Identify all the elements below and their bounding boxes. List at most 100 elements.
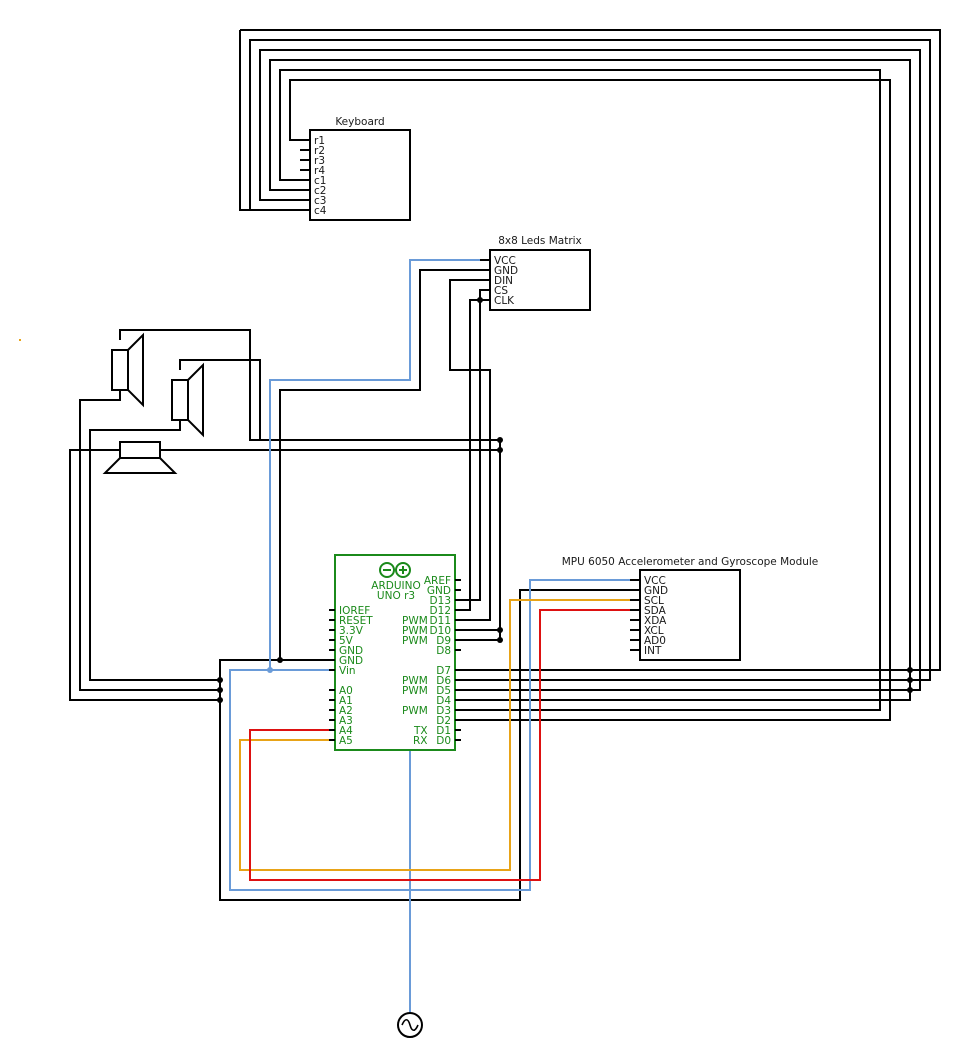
- keyboard-pin: c1: [314, 175, 326, 187]
- wire-buzzer-left: [69, 449, 220, 701]
- buzzer: [102, 441, 178, 474]
- keyboard-pin: c2: [314, 185, 326, 197]
- arduino-left-pin: A5: [339, 735, 353, 747]
- arduino-name: ARDUINO: [371, 580, 420, 592]
- wire-gnd-mpu: [219, 589, 640, 901]
- arduino-right-pin: D6: [436, 675, 451, 687]
- wire-sda: [249, 609, 640, 881]
- wire-matrix-gnd: [279, 269, 490, 660]
- junction: [277, 657, 283, 663]
- ac-source: [397, 1012, 423, 1038]
- arduino-left-pin: IOREF: [339, 605, 370, 617]
- mpu-pin: GND: [644, 585, 668, 597]
- led-matrix-pin: CS: [494, 285, 508, 297]
- arduino-left-pin: 3.3V: [339, 625, 364, 637]
- keyboard-wires: [239, 29, 941, 721]
- arduino-left-pin: 5V: [339, 635, 354, 647]
- arduino-body: [334, 554, 456, 751]
- arduino-right-pin: GND: [427, 585, 451, 597]
- wire-spk1-bottom: [79, 390, 220, 691]
- speaker-icon: [111, 349, 129, 391]
- stray-dot: [19, 339, 21, 341]
- wire-scl: [239, 599, 640, 871]
- rx-label: RX: [413, 735, 428, 747]
- junctions: [217, 297, 913, 703]
- wire-c4-d6: [249, 39, 931, 681]
- mpu-pin: XDA: [644, 615, 667, 627]
- arduino-left-pin: A1: [339, 695, 353, 707]
- arduino-right-pin: D10: [430, 625, 451, 637]
- mpu-pin: SCL: [644, 595, 664, 607]
- arduino-uno: ARDUINO UNO r3 IOREF RESET 3.3V 5V: [329, 554, 461, 751]
- pwm-label: PWM: [402, 705, 428, 717]
- arduino-right-pin: D4: [436, 695, 451, 707]
- mpu-component: MPU 6050 Accelerometer and Gyroscope Mod…: [562, 556, 818, 661]
- led-matrix-pin: GND: [494, 265, 518, 277]
- mpu-pin: XCL: [644, 625, 664, 637]
- speaker-2: [171, 362, 204, 438]
- arduino-right-pin: D8: [436, 645, 451, 657]
- mpu-pin: VCC: [644, 575, 666, 587]
- arduino-right-pin: D2: [436, 715, 451, 727]
- keyboard-pin: r2: [314, 145, 325, 157]
- wire-r1-d2: [289, 79, 891, 721]
- wire-vin-mpu-vcc: [229, 579, 640, 891]
- speaker-icon: [171, 379, 189, 421]
- pwm-label: PWM: [402, 625, 428, 637]
- keyboard-title: Keyboard: [335, 116, 384, 128]
- arduino-left-pin: GND: [339, 655, 363, 667]
- keyboard-pin: r1: [314, 135, 325, 147]
- arduino-right-pin: D5: [436, 685, 451, 697]
- mpu-pin: SDA: [644, 605, 667, 617]
- led-matrix-pin: VCC: [494, 255, 516, 267]
- arduino-right-pin: D12: [430, 605, 451, 617]
- wire-matrix-clk: [455, 299, 490, 611]
- arduino-left-pin: RESET: [339, 615, 373, 627]
- mpu-pin: INT: [644, 645, 662, 657]
- speaker-1: [111, 332, 144, 408]
- keyboard-pin: r4: [314, 165, 325, 177]
- wire-c2-d4: [269, 59, 911, 701]
- led-matrix-title: 8x8 Leds Matrix: [498, 235, 582, 247]
- wire-r2-left: [239, 30, 250, 211]
- wire-r2-d7: [240, 29, 941, 671]
- arduino-logo-plus-icon: [395, 562, 411, 578]
- wire-c3-d5: [259, 49, 921, 691]
- wire-c1-d3: [279, 69, 881, 711]
- wire-spk1-top: [119, 329, 500, 441]
- junction: [497, 637, 503, 643]
- arduino-right-pin: D0: [436, 735, 451, 747]
- arduino-left-pin: GND: [339, 645, 363, 657]
- led-matrix-pin: CLK: [494, 295, 515, 307]
- pwm-label: PWM: [402, 685, 428, 697]
- keyboard-body: [309, 129, 411, 221]
- junction: [217, 687, 223, 693]
- arduino-logo-minus-icon: [379, 562, 395, 578]
- arduino-left-pin: Vin: [339, 665, 356, 677]
- arduino-right-pin: D9: [436, 635, 451, 647]
- arduino-right-pin: D7: [436, 665, 451, 677]
- keyboard-pin: c3: [314, 195, 326, 207]
- junction: [907, 677, 913, 683]
- led-matrix-pin: DIN: [494, 275, 513, 287]
- wire-matrix-vcc: [269, 259, 490, 670]
- junction: [907, 667, 913, 673]
- speaker-cone: [127, 332, 144, 408]
- arduino-right-pin: D11: [430, 615, 451, 627]
- wire-spk2-bottom: [89, 420, 220, 681]
- arduino-left-pin: A0: [339, 685, 353, 697]
- tx-label: TX: [413, 725, 428, 737]
- junction: [907, 687, 913, 693]
- i2c-wires: [239, 599, 640, 881]
- speaker-cone: [187, 362, 204, 438]
- keyboard-component: Keyboard r1 r2 r3 r4 c1 c2 c3 c4: [300, 116, 411, 221]
- arduino-right-pin: D3: [436, 705, 451, 717]
- mpu-pin: AD0: [644, 635, 666, 647]
- arduino-left-pin: A4: [339, 725, 353, 737]
- buzzer-cone: [102, 457, 178, 474]
- junction: [497, 437, 503, 443]
- pwm-label: PWM: [402, 635, 428, 647]
- arduino-right-pin: AREF: [424, 575, 451, 587]
- wire-spk2-top: [179, 359, 261, 440]
- arduino-model: UNO r3: [377, 590, 415, 602]
